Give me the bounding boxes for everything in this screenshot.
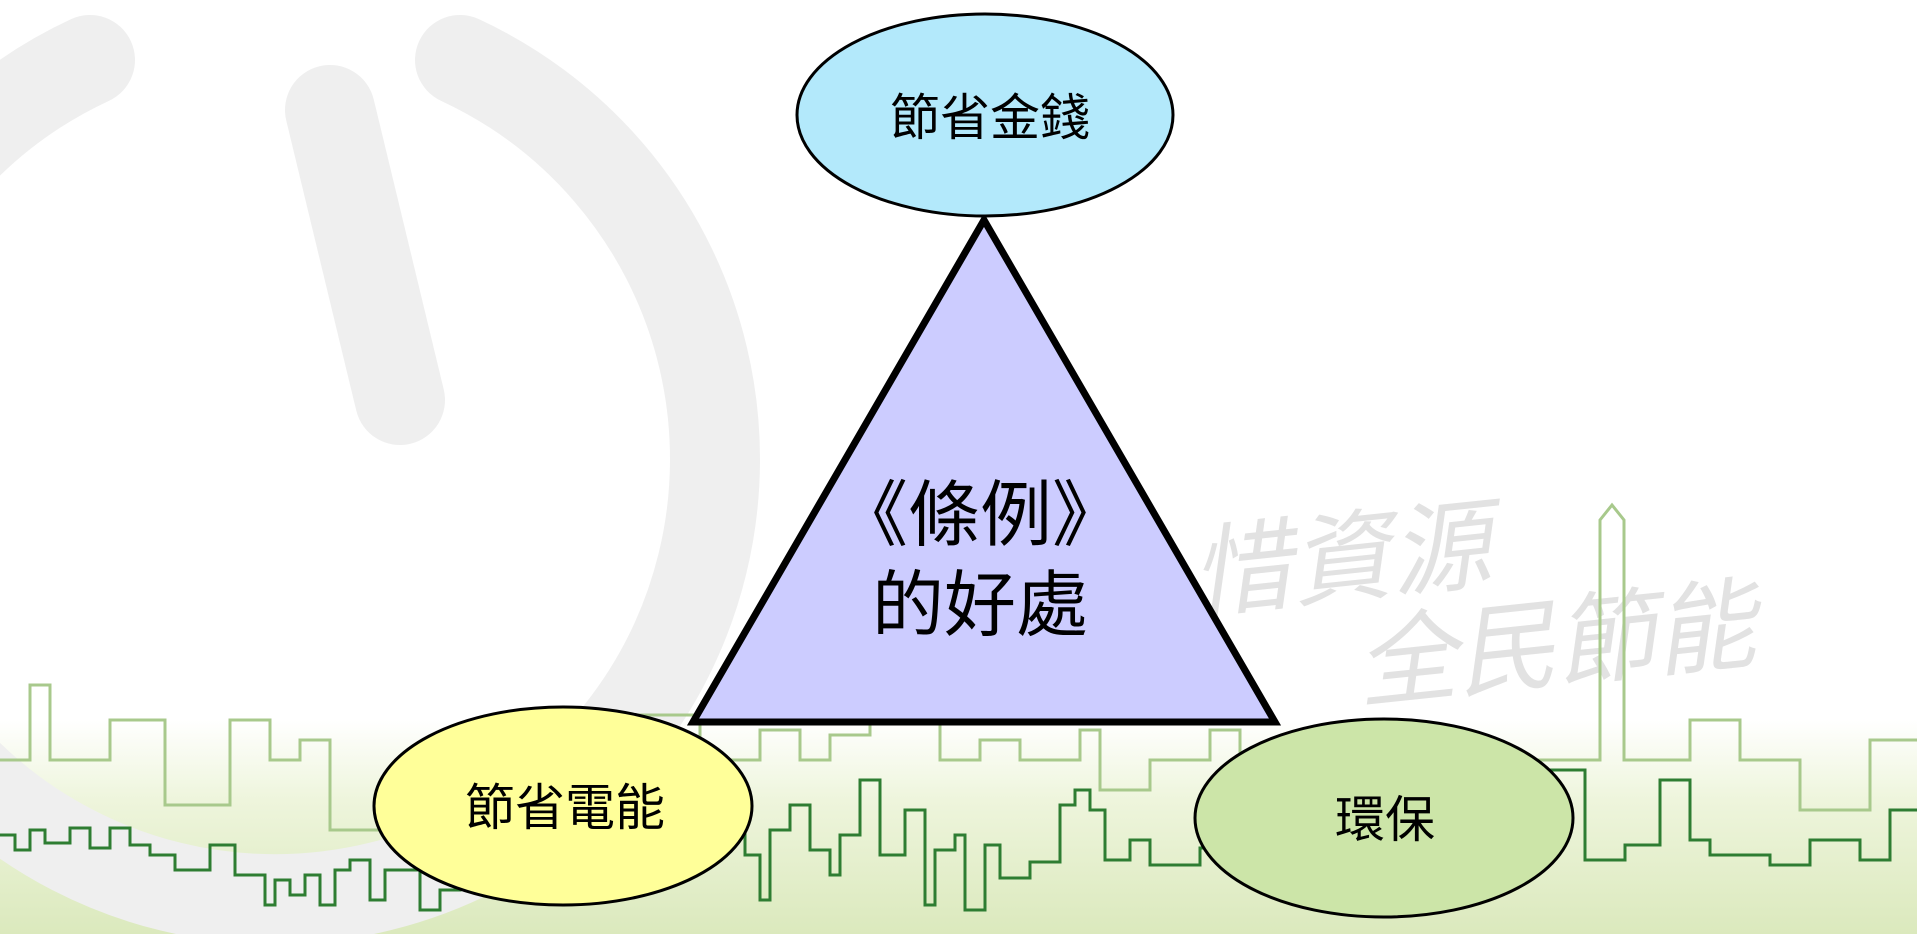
top-benefit-ellipse xyxy=(795,12,1175,218)
benefit-label-save-money: 節省金錢 xyxy=(890,89,1090,147)
center-label-line-1: 《條例》 xyxy=(835,473,1124,557)
left-benefit-ellipse xyxy=(372,705,754,907)
skyline-back xyxy=(0,502,1917,832)
benefit-label-environment: 環保 xyxy=(1335,791,1435,849)
center-label-line-2: 的好處 xyxy=(871,563,1088,647)
center-triangle xyxy=(686,213,1282,726)
benefit-label-save-energy: 節省電能 xyxy=(465,779,665,837)
right-benefit-ellipse xyxy=(1193,717,1575,919)
slogan-watermark: 惜資源 全民節能 xyxy=(1185,485,1770,724)
center-label: 《條例》 的好處 xyxy=(830,470,1130,650)
